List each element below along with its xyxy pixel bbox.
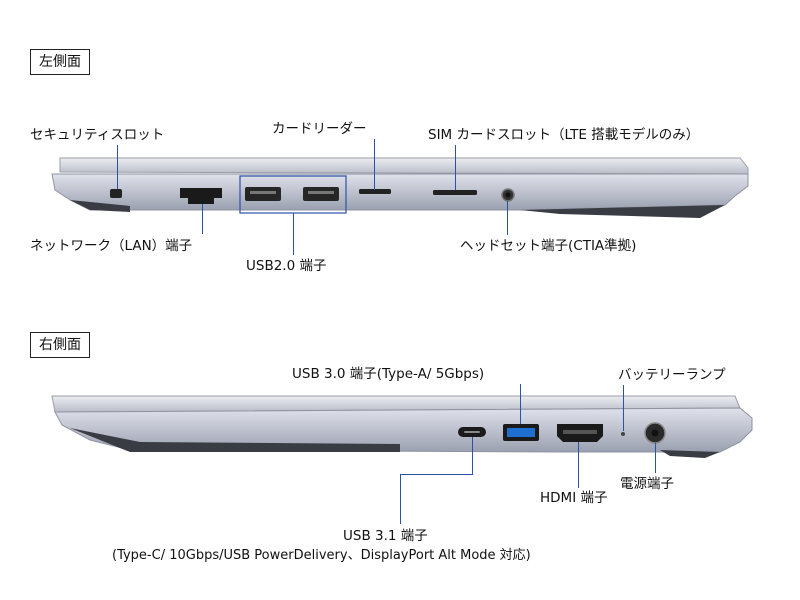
usb2-label: USB2.0 端子: [246, 258, 327, 274]
hdmi-label: HDMI 端子: [540, 490, 608, 506]
battery-lamp-led: [621, 432, 625, 436]
security-slot-label: セキュリティスロット: [30, 127, 165, 143]
lan-label: ネットワーク（LAN）端子: [30, 238, 193, 254]
usb3-label: USB 3.0 端子(Type-A/ 5Gbps): [292, 366, 485, 382]
card-reader-label: カードリーダー: [272, 121, 367, 137]
left-side-header: 左側面: [30, 49, 90, 75]
right-side-header: 右側面: [30, 332, 90, 358]
usb31-detail-label: (Type-C/ 10Gbps/USB PowerDelivery、Displa…: [112, 548, 531, 563]
usb31-title-label: USB 3.1 端子: [343, 528, 428, 544]
card-reader-port: [359, 189, 391, 194]
security-slot-port: [110, 189, 122, 198]
lan-port: [180, 188, 222, 204]
sim-slot-port: [433, 190, 477, 195]
power-label: 電源端子: [620, 476, 674, 492]
battery-lamp-label: バッテリーランプ: [618, 367, 726, 383]
headset-label: ヘッドセット端子(CTIA準拠): [460, 238, 637, 254]
sim-slot-label: SIM カードスロット（LTE 搭載モデルのみ）: [428, 127, 700, 143]
